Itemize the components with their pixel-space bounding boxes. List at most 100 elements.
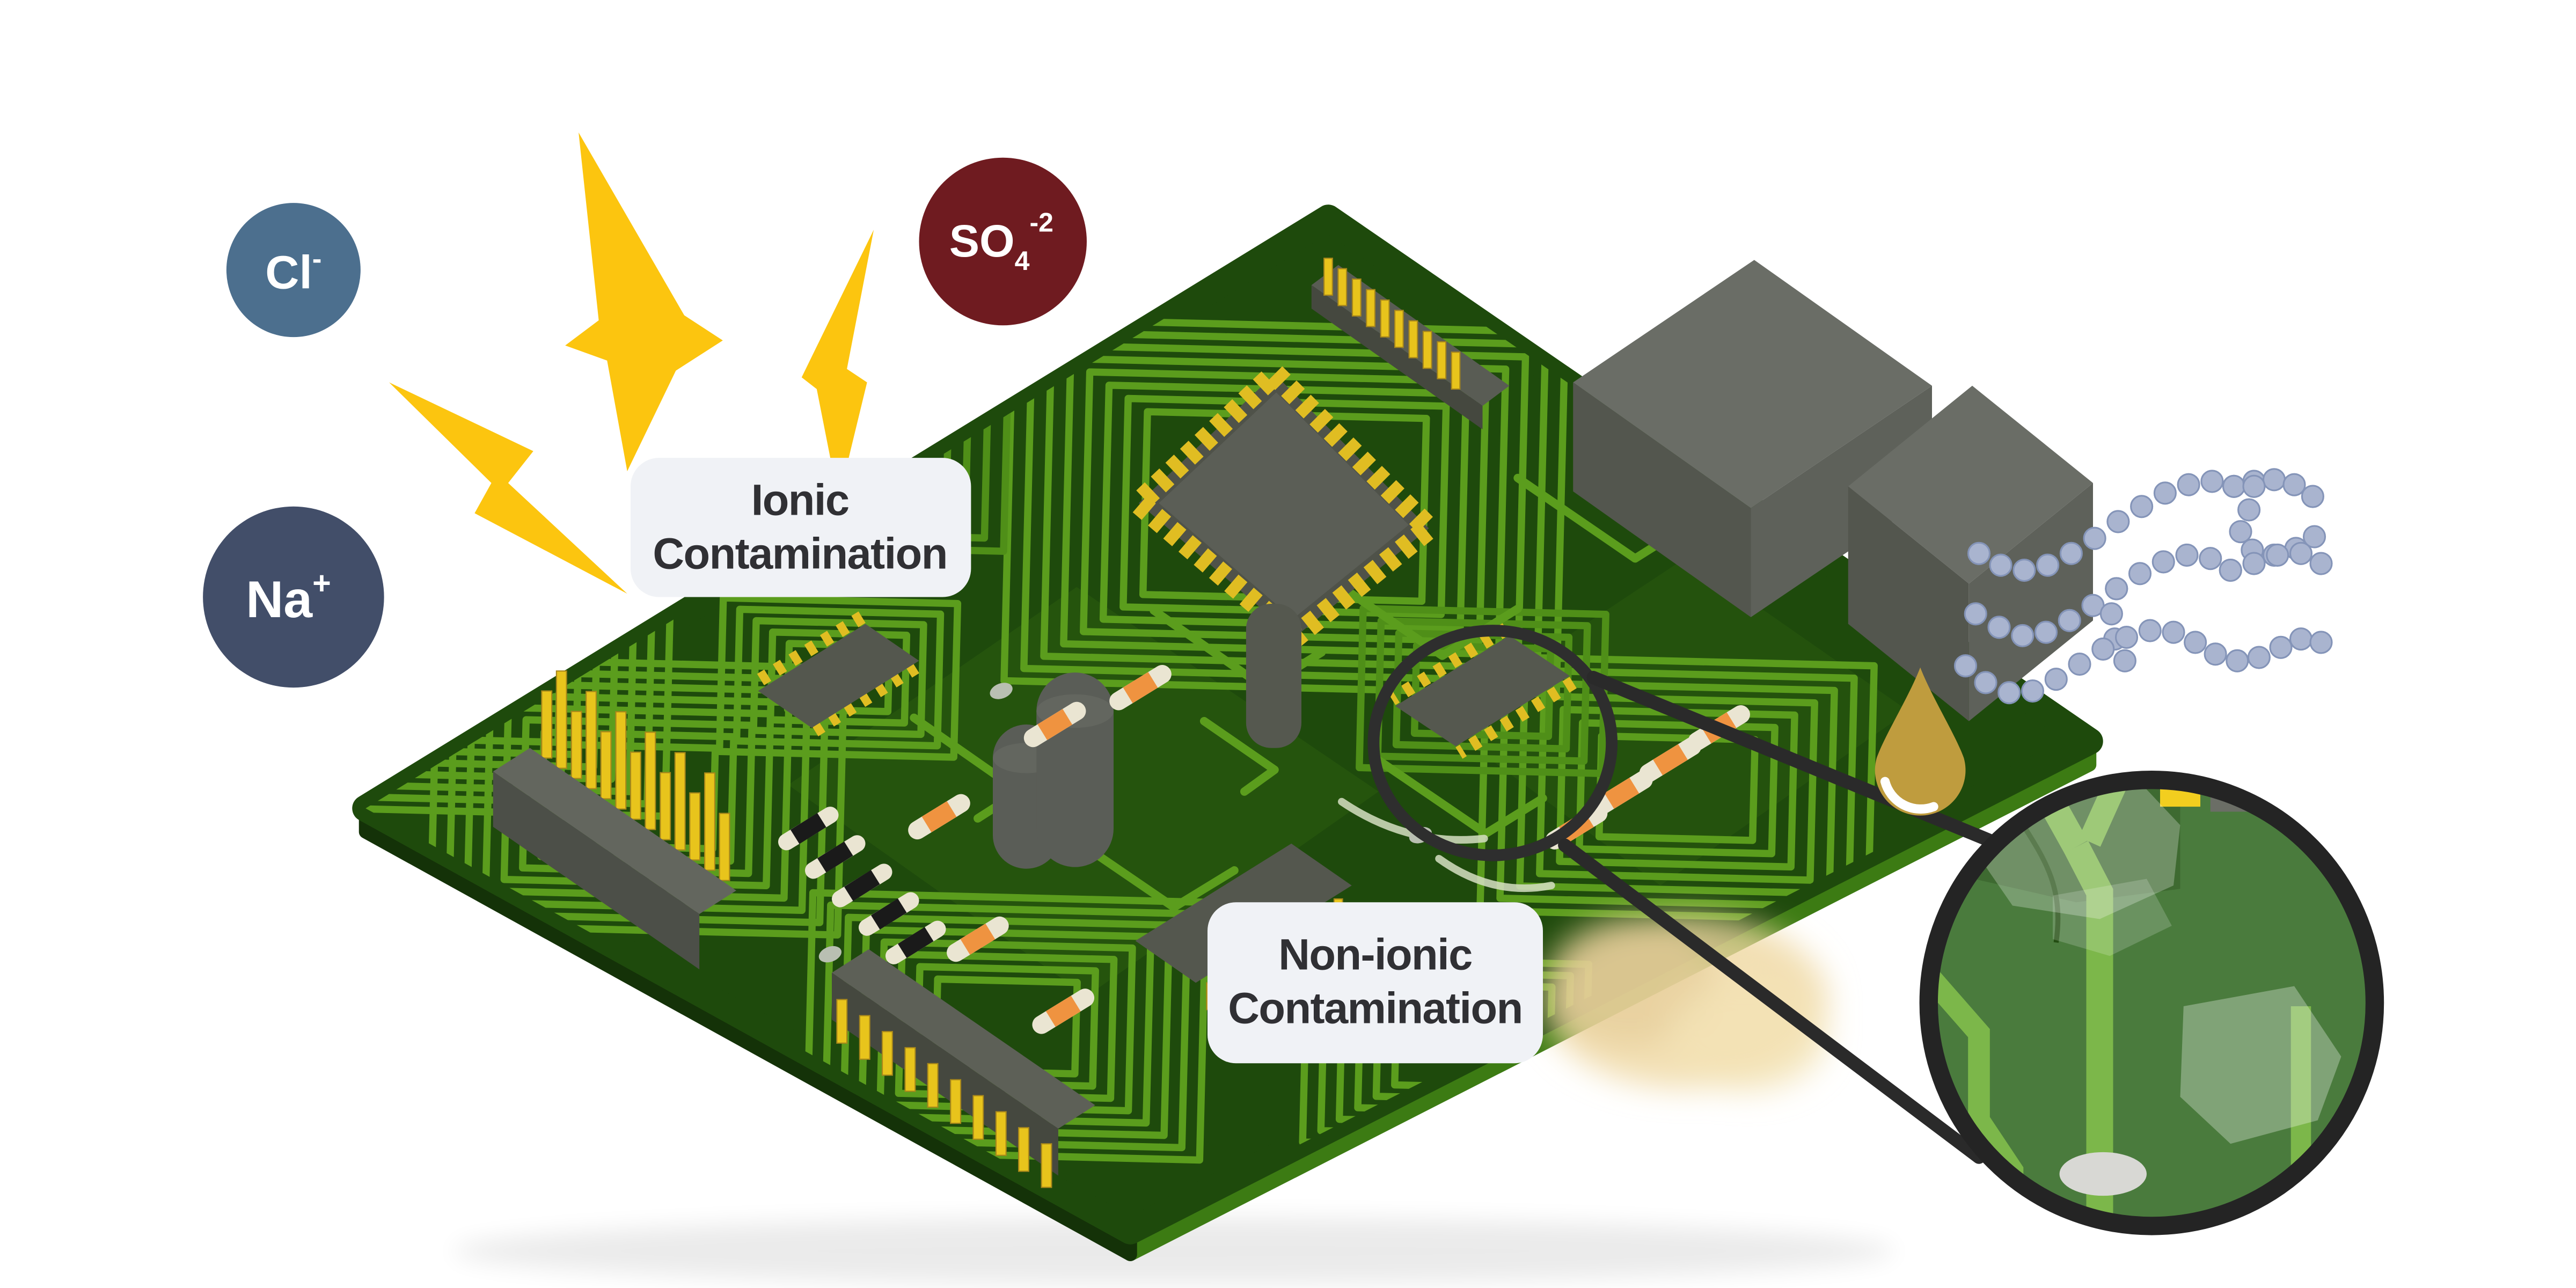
droplet-highlight	[1880, 777, 1938, 814]
polymer-bead	[2162, 620, 2185, 644]
polymer-bead	[2309, 631, 2333, 654]
label-line1: Ionic	[751, 475, 849, 524]
connector-base	[832, 949, 1095, 1129]
gold-pin	[1437, 341, 1447, 379]
pin-header-top	[1311, 258, 1510, 429]
qfp-tab	[1246, 604, 1301, 748]
nonionic-contamination-label: Non-ionic Contamination	[1208, 902, 1543, 1064]
polymer-bead	[1989, 553, 2012, 577]
polymer-bead	[2289, 541, 2313, 565]
label-line1: Non-ionic	[1278, 930, 1472, 979]
box-top-face	[1573, 260, 1932, 508]
pcb-trace	[1371, 753, 1547, 838]
polymer-bead	[2309, 552, 2333, 575]
gold-pin	[630, 751, 641, 820]
stain-blob	[1546, 917, 1714, 1045]
polymer-bead	[2011, 624, 2035, 647]
polymer-bead	[2106, 510, 2130, 533]
transformer-box-large	[1573, 260, 1932, 617]
gold-pin	[689, 792, 701, 861]
polymer-bead	[2105, 577, 2128, 601]
polymer-bead	[2247, 646, 2271, 669]
polymer-bead	[2222, 474, 2246, 498]
polymer-bead	[1997, 681, 2021, 705]
polymer-bead	[2289, 627, 2313, 651]
board-patch	[1439, 557, 1909, 885]
ion-circle	[919, 157, 1087, 326]
polymer-bead	[2282, 473, 2306, 496]
pcb-trace	[1496, 666, 1858, 911]
box-left-face	[1573, 382, 1751, 617]
gold-pin	[950, 1079, 962, 1124]
gold-pin	[645, 731, 656, 830]
gold-pin	[927, 1063, 939, 1108]
box-right-face	[1751, 385, 1932, 617]
polymer-bead	[2012, 558, 2036, 582]
magnifier-circle	[1919, 770, 2384, 1235]
polymer-bead	[1967, 541, 1991, 565]
polymer-bead	[2237, 498, 2261, 522]
polymer-bead	[2151, 550, 2175, 574]
polymer-bead	[2269, 635, 2293, 659]
polymer-bead	[1974, 671, 1997, 694]
polymer-bead	[2044, 668, 2068, 691]
callout-line-lower	[1558, 838, 1986, 1164]
pcb-trace	[766, 628, 911, 727]
pcb-trace	[1040, 341, 1529, 671]
header-front	[1311, 285, 1483, 429]
esd-lightning-group	[389, 132, 874, 594]
via-pad	[990, 683, 1013, 699]
polymer-bead	[2034, 620, 2058, 644]
smd-body	[1604, 778, 1640, 809]
polymer-bead	[2059, 541, 2083, 565]
oil-droplet-icon	[1875, 667, 1966, 816]
sodium-ion-badge: Na+	[203, 506, 384, 688]
polymer-bead	[2138, 619, 2162, 642]
header-front	[493, 771, 700, 970]
gold-pin	[1323, 258, 1333, 296]
polymer-bead	[2262, 468, 2286, 492]
polymer-bead	[2199, 547, 2222, 570]
soic-pins	[1455, 677, 1577, 759]
pin-header-left	[493, 670, 736, 970]
polymer-chain-icon	[1953, 468, 2333, 705]
polymer-bead	[1953, 654, 1978, 678]
magnified-via-pad	[2059, 1152, 2147, 1196]
pcb-trace-pale	[1435, 854, 1555, 892]
smd-body	[1123, 672, 1158, 704]
polymer-bead	[1964, 602, 1987, 626]
pcb-trace	[895, 950, 1118, 1102]
diode-array	[778, 807, 946, 964]
gold-pin	[1351, 278, 1362, 317]
gold-pin	[541, 690, 553, 759]
pcb-trace	[750, 617, 927, 738]
magnified-trace	[2064, 840, 2113, 1219]
ion-circle	[203, 506, 384, 688]
polymer-bead	[2242, 552, 2266, 575]
pcb-components	[493, 258, 2093, 1188]
polymer-bead	[2128, 562, 2152, 586]
gold-pin	[719, 813, 730, 881]
droplet-shape	[1875, 667, 1966, 816]
gold-pin	[615, 711, 627, 810]
qfp-body	[1159, 392, 1409, 619]
ion-label: SO4-2	[949, 207, 1053, 276]
gold-pin	[1018, 1127, 1029, 1172]
polymer-bead	[2036, 553, 2060, 577]
soic-chip-right	[1388, 623, 1577, 759]
header-base	[493, 748, 736, 914]
gold-pin	[555, 670, 567, 769]
polymer-bead	[2058, 609, 2081, 632]
label-box	[631, 458, 971, 597]
polymer-bead	[2113, 649, 2136, 672]
pcb-trace	[519, 716, 756, 877]
magnifier-ring	[1919, 770, 2384, 1235]
pcb-trace	[1595, 732, 1759, 844]
pcb-trace	[1069, 834, 1239, 912]
smd-body	[921, 801, 957, 832]
gold-pin	[1394, 310, 1404, 348]
capacitor-cylinders	[993, 672, 1114, 869]
label-line2: Contamination	[1228, 984, 1522, 1033]
pcb-trace	[1060, 355, 1510, 658]
